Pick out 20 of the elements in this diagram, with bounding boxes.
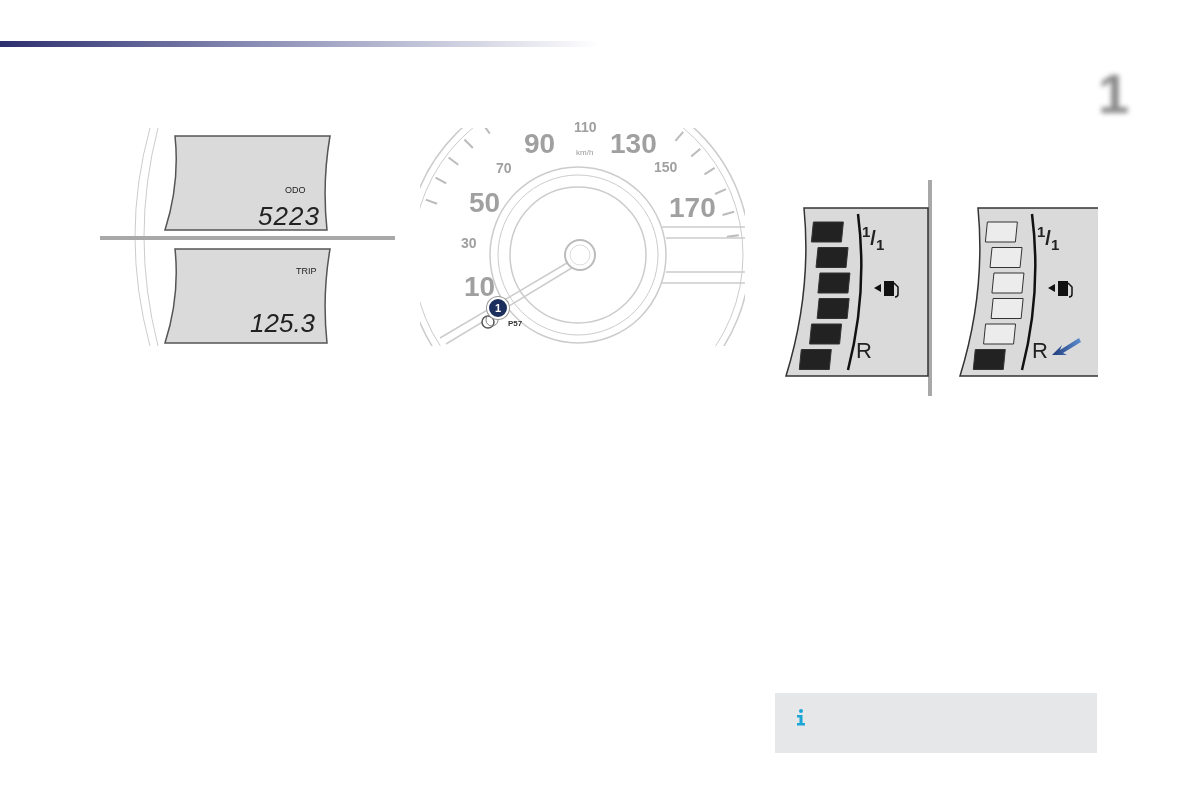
display-label: ODO	[285, 186, 306, 195]
speed-scale-number: 130	[610, 130, 657, 158]
speed-scale-number: 110	[574, 120, 597, 134]
speed-scale-number: 150	[654, 160, 678, 174]
odometer-reading: 5223	[258, 203, 320, 229]
speed-scale-number: 90	[524, 130, 556, 158]
speed-scale-number: 50	[469, 189, 501, 217]
callout-number: 1	[487, 297, 509, 319]
full-mark: $^{1}$/$_{1}$	[862, 224, 885, 252]
speed-scale-number: 170	[669, 194, 716, 222]
chapter-number: 1	[1098, 66, 1130, 122]
full-mark: $^{1}$/$_{1}$	[1037, 224, 1060, 252]
reserve-mark: R	[856, 340, 872, 362]
figure-code: P57	[508, 320, 523, 328]
speed-scale-number: 70	[496, 161, 512, 175]
speed-scale-number: 30	[461, 236, 477, 250]
trip-reading: 125.3	[250, 310, 316, 336]
display-label: TRIP	[296, 267, 317, 276]
speed-unit: km/h	[576, 149, 594, 157]
reserve-mark: R	[1032, 340, 1048, 362]
